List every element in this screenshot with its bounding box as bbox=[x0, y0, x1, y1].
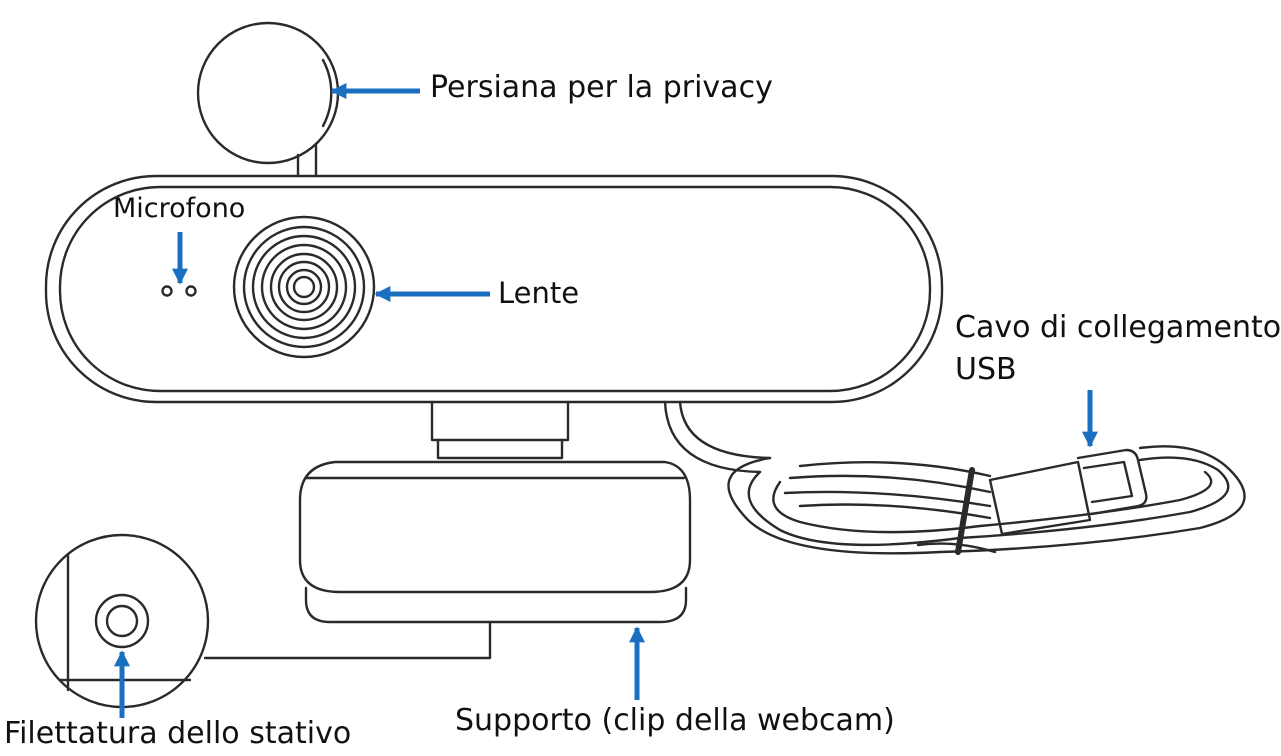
label-lens: Lente bbox=[498, 276, 580, 310]
webcam-body bbox=[44, 174, 944, 404]
microphone-holes bbox=[161, 285, 197, 297]
label-microphone: Microfono bbox=[113, 193, 246, 224]
privacy-shutter bbox=[196, 21, 340, 178]
hinge-neck bbox=[430, 400, 570, 460]
usb-cable bbox=[663, 400, 1246, 555]
lens bbox=[232, 215, 376, 359]
label-privacy-shutter: Persiana per la privacy bbox=[430, 70, 773, 105]
label-usb-cable: Cavo di collegamento USB bbox=[955, 307, 1281, 391]
label-usb-cable-line2: USB bbox=[955, 352, 1017, 387]
support-clip bbox=[298, 460, 692, 624]
label-tripod-thread: Filettatura dello stativo bbox=[4, 716, 352, 751]
callout-arrows bbox=[113, 82, 1099, 718]
label-support-clip: Supporto (clip della webcam) bbox=[455, 703, 895, 738]
label-usb-cable-line1: Cavo di collegamento bbox=[955, 310, 1281, 345]
